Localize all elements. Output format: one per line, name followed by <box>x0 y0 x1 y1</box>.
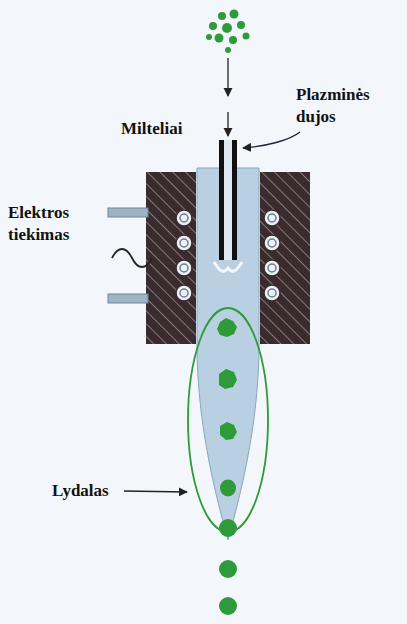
callout-label: Plazminės dujos <box>296 84 396 128</box>
particle <box>217 318 237 615</box>
powder-arrow <box>227 112 228 136</box>
coil-housing <box>260 172 310 344</box>
callout-label: Milteliai <box>121 118 231 140</box>
powder-arrow <box>227 58 228 96</box>
melt-arrow <box>124 491 187 492</box>
callout-label: Elektros tiekimas <box>8 202 103 246</box>
coil-housing <box>146 172 196 344</box>
callout-label: Lydalas <box>52 480 132 502</box>
melt-zone <box>188 308 268 532</box>
injection-tube <box>214 140 242 271</box>
ac-symbol <box>112 249 152 267</box>
gas-arrow <box>243 132 300 148</box>
powder-cluster <box>206 10 250 54</box>
